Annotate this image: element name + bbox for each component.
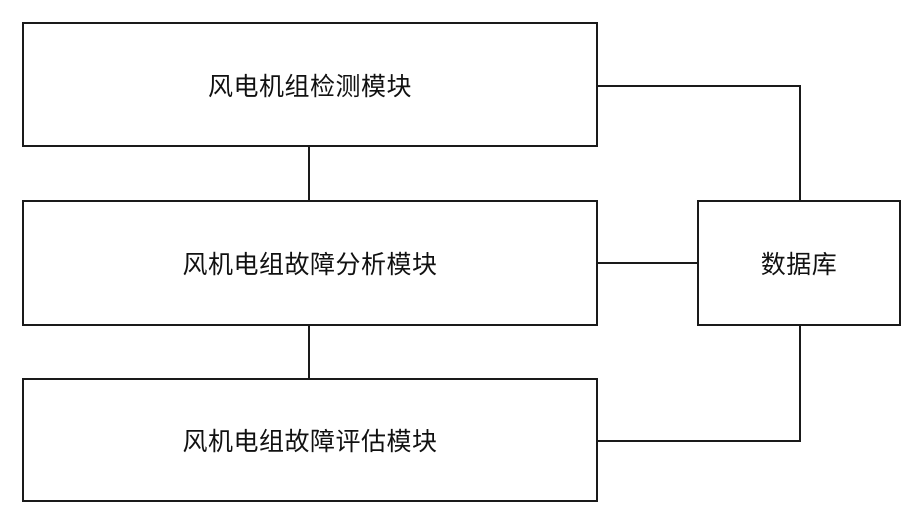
connector-evaluation-to-database	[598, 326, 800, 441]
fault-evaluation-module-label: 风机电组故障评估模块	[182, 422, 437, 458]
connector-detect-to-database	[598, 86, 800, 200]
database-label: 数据库	[761, 245, 838, 281]
detection-module-box: 风电机组检测模块	[22, 22, 598, 147]
fault-evaluation-module-box: 风机电组故障评估模块	[22, 378, 598, 502]
fault-analysis-module-label: 风机电组故障分析模块	[182, 245, 437, 281]
detection-module-label: 风电机组检测模块	[208, 67, 412, 103]
database-box: 数据库	[697, 200, 901, 326]
fault-analysis-module-box: 风机电组故障分析模块	[22, 200, 598, 326]
